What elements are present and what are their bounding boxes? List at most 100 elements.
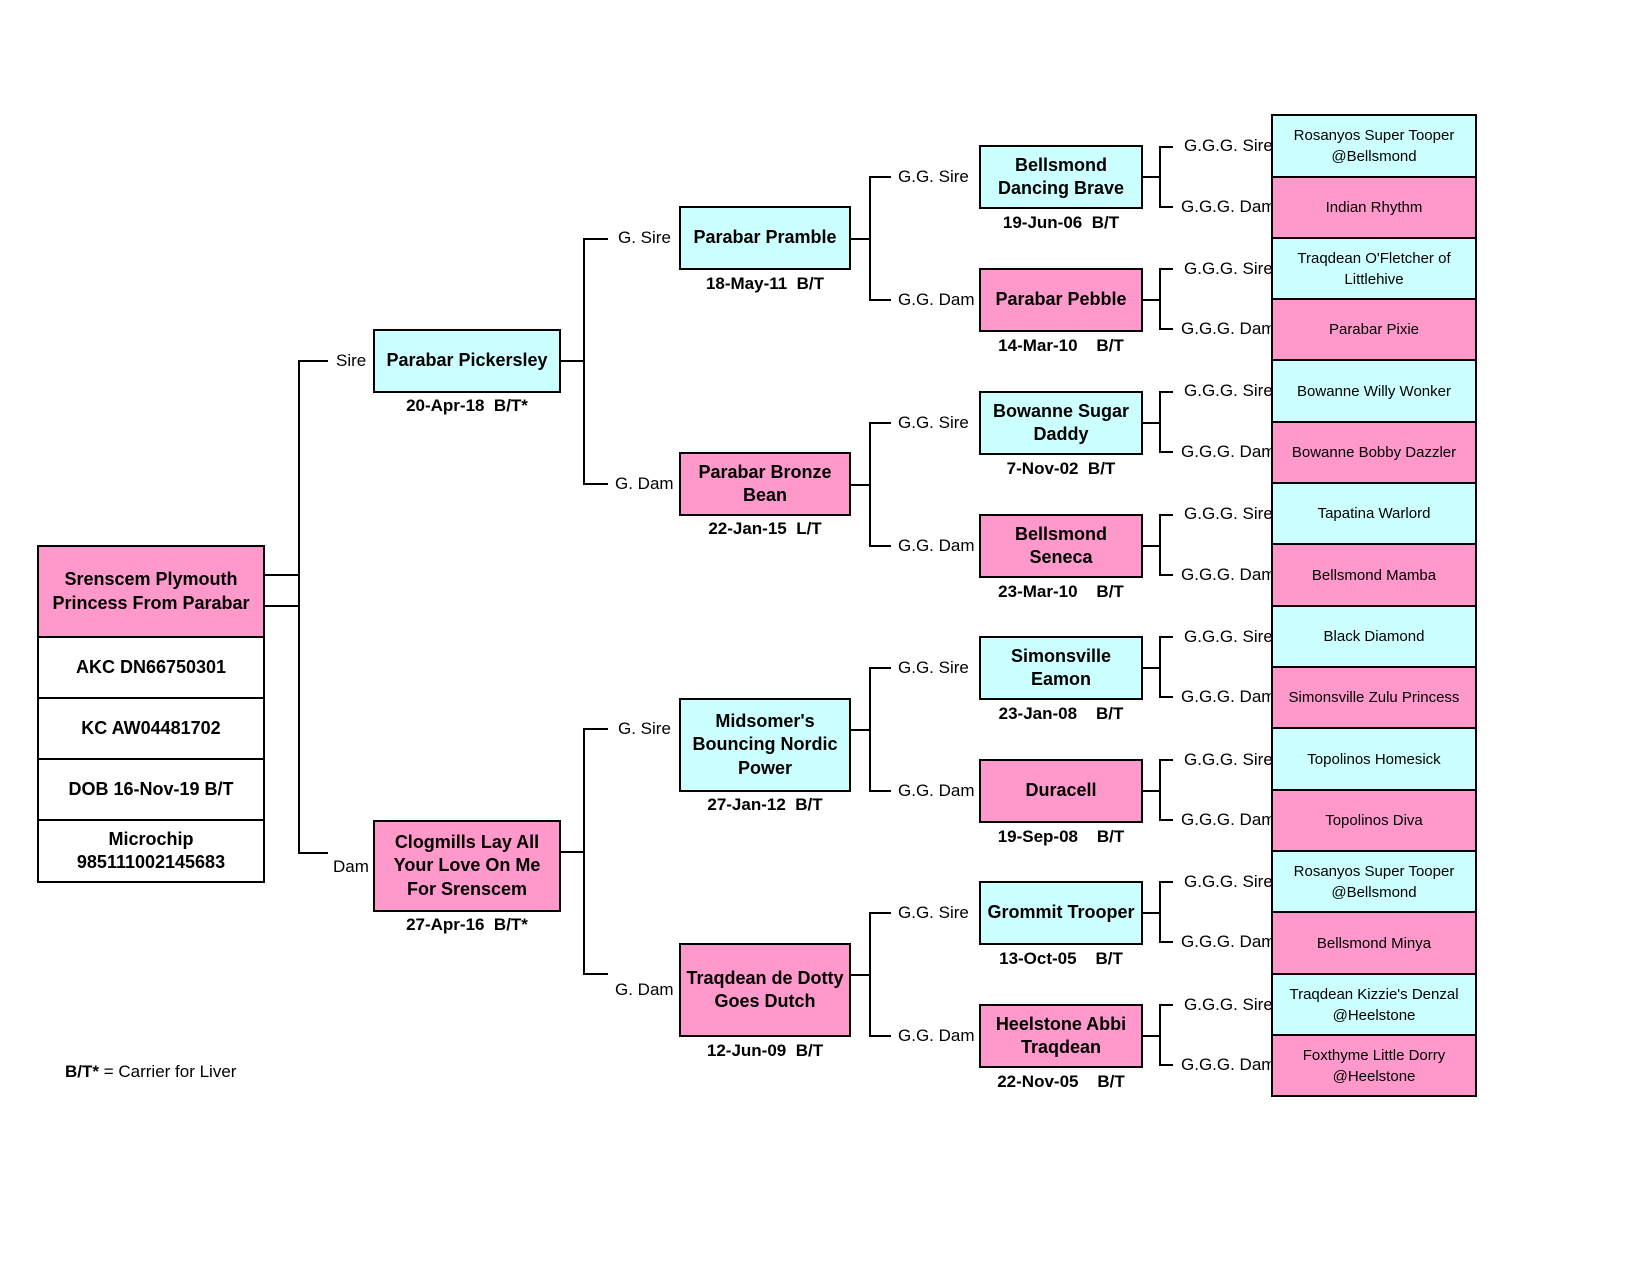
subject-kc: KC AW04481702	[81, 717, 221, 738]
label-ggg-dam: G.G.G. Dam	[1181, 687, 1276, 706]
gp-3-box: Midsomer's Bouncing Nordic Power	[679, 698, 851, 792]
parent-dam-date: 27-Apr-16 B/T*	[406, 915, 528, 934]
connector	[1159, 514, 1161, 576]
connector	[1143, 545, 1161, 547]
label-ggg-dam: G.G.G. Dam	[1181, 810, 1276, 829]
label-g-dam: G. Dam	[615, 980, 674, 999]
label-dam: Dam	[333, 857, 369, 876]
gggp-15-name: Traqdean Kizzie's Denzal @Heelstone	[1289, 985, 1459, 1024]
connector	[1143, 299, 1161, 301]
gggp-11-name: Topolinos Homesick	[1307, 750, 1441, 768]
subject-dob: DOB 16-Nov-19 B/T	[68, 778, 234, 799]
label-ggg-sire: G.G.G. Sire	[1184, 750, 1273, 769]
ggp-6-date: 19-Sep-08 B/T	[997, 827, 1125, 846]
connector	[869, 299, 891, 301]
connector	[1159, 268, 1161, 330]
ggp-7-date: 13-Oct-05 B/T	[999, 949, 1123, 968]
label-g-sire: G. Sire	[618, 719, 671, 738]
connector	[583, 973, 608, 975]
gp-2-date: 22-Jan-15 L/T	[708, 519, 822, 538]
label-gg-sire: G.G. Sire	[898, 413, 969, 432]
ggp-3-box: Bowanne Sugar Daddy	[979, 391, 1143, 455]
parent-sire-date: 20-Apr-18 B/T*	[406, 396, 528, 415]
gggp-14-box: Bellsmond Minya	[1271, 911, 1477, 975]
gggp-10-name: Simonsville Zulu Princess	[1288, 689, 1460, 706]
ggp-4-name: Bellsmond Seneca	[1014, 523, 1107, 567]
label-sire: Sire	[336, 351, 367, 370]
connector	[869, 176, 871, 301]
gggp-15-box: Traqdean Kizzie's Denzal @Heelstone	[1271, 973, 1477, 1036]
label-g-dam: G. Dam	[615, 474, 674, 493]
subject-name-box: Srenscem Plymouth Princess From Parabar	[37, 545, 265, 638]
gp-4-date: 12-Jun-09 B/T	[706, 1041, 824, 1060]
gggp-16-name: Foxthyme Little Dorry @Heelstone	[1302, 1046, 1446, 1085]
connector	[265, 605, 300, 607]
footnote-text: = Carrier for Liver	[99, 1062, 237, 1081]
connector	[1159, 636, 1161, 698]
gggp-16-box: Foxthyme Little Dorry @Heelstone	[1271, 1034, 1477, 1097]
label-ggg-dam: G.G.G. Dam	[1181, 442, 1276, 461]
gggp-2-name: Indian Rhythm	[1325, 199, 1423, 216]
gggp-11-box: Topolinos Homesick	[1271, 727, 1477, 791]
label-ggg-sire: G.G.G. Sire	[1184, 259, 1273, 278]
ggp-5-name: Simonsville Eamon	[1010, 645, 1112, 689]
connector	[851, 484, 871, 486]
footnote: B/T* = Carrier for Liver	[65, 1062, 236, 1082]
gggp-9-name: Black Diamond	[1323, 628, 1425, 645]
connector	[869, 422, 891, 424]
label-gg-dam: G.G. Dam	[898, 536, 975, 555]
connector	[583, 728, 585, 975]
connector	[1159, 1004, 1173, 1006]
ggp-4-box: Bellsmond Seneca	[979, 514, 1143, 578]
connector	[1143, 912, 1161, 914]
subject-microchip-box: Microchip 985111002145683	[37, 819, 265, 883]
connector	[1159, 941, 1173, 943]
gggp-8-box: Bellsmond Mamba	[1271, 543, 1477, 607]
gggp-13-box: Rosanyos Super Tooper @Bellsmond	[1271, 850, 1477, 913]
ggp-8-name: Heelstone Abbi Traqdean	[995, 1013, 1127, 1057]
connector	[869, 667, 871, 792]
connector	[1143, 790, 1161, 792]
gp-1-box: Parabar Pramble	[679, 206, 851, 270]
connector	[1159, 206, 1173, 208]
connector	[1159, 1064, 1173, 1066]
label-ggg-sire: G.G.G. Sire	[1184, 995, 1273, 1014]
gggp-12-name: Topolinos Diva	[1325, 812, 1423, 829]
label-ggg-dam: G.G.G. Dam	[1181, 565, 1276, 584]
connector	[1159, 1004, 1161, 1066]
connector	[869, 176, 891, 178]
gggp-5-name: Bowanne Willy Wonker	[1297, 382, 1451, 400]
subject-dob-box: DOB 16-Nov-19 B/T	[37, 758, 265, 821]
connector	[1159, 328, 1173, 330]
connector	[869, 1035, 891, 1037]
gggp-7-name: Tapatina Warlord	[1317, 505, 1431, 522]
connector	[1159, 759, 1161, 821]
ggp-3-date: 7-Nov-02 B/T	[1006, 459, 1116, 478]
label-gg-dam: G.G. Dam	[898, 781, 975, 800]
ggp-3-name: Bowanne Sugar Daddy	[992, 400, 1130, 444]
connector	[869, 667, 891, 669]
gp-4-name: Traqdean de Dotty Goes Dutch	[686, 967, 844, 1011]
connector	[869, 912, 871, 1037]
label-ggg-dam: G.G.G. Dam	[1181, 932, 1276, 951]
label-ggg-dam: G.G.G. Dam	[1181, 1055, 1276, 1074]
ggp-1-date: 19-Jun-06 B/T	[1002, 213, 1120, 232]
gggp-6-name: Bowanne Bobby Dazzler	[1291, 444, 1457, 461]
gggp-14-name: Bellsmond Minya	[1316, 934, 1432, 952]
ggp-5-box: Simonsville Eamon	[979, 636, 1143, 700]
label-gg-sire: G.G. Sire	[898, 903, 969, 922]
connector	[1143, 667, 1161, 669]
ggp-1-box: Bellsmond Dancing Brave	[979, 145, 1143, 209]
connector	[1159, 514, 1173, 516]
connector	[1159, 759, 1173, 761]
ggp-7-box: Grommit Trooper	[979, 881, 1143, 945]
ggp-1-name: Bellsmond Dancing Brave	[997, 154, 1125, 198]
parent-sire-name: Parabar Pickersley	[386, 350, 548, 371]
gggp-3-box: Traqdean O'Fletcher of Littlehive	[1271, 237, 1477, 300]
subject-name: Srenscem Plymouth Princess From Parabar	[52, 569, 250, 613]
label-gg-dam: G.G. Dam	[898, 290, 975, 309]
gp-3-date: 27-Jan-12 B/T	[707, 795, 823, 814]
gggp-4-name: Parabar Pixie	[1328, 321, 1420, 338]
subject-akc: AKC DN66750301	[75, 656, 227, 677]
gggp-1-box: Rosanyos Super Tooper @Bellsmond	[1271, 114, 1477, 178]
